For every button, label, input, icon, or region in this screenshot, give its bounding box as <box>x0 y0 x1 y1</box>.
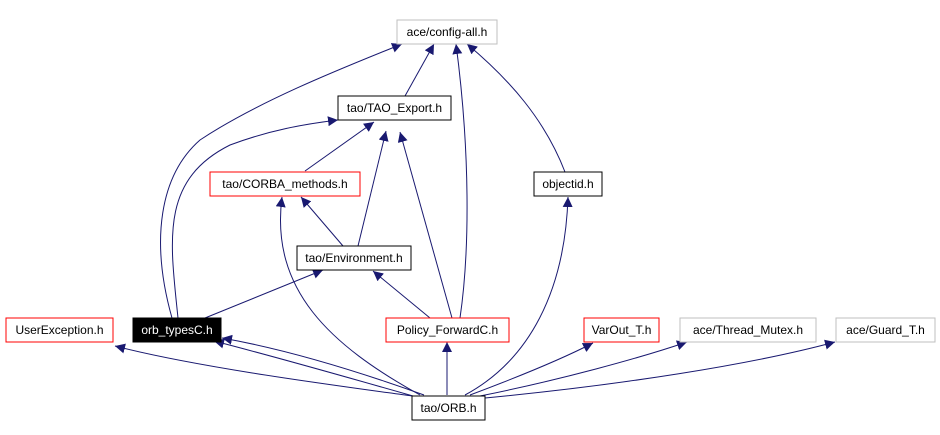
node-label: ace/Guard_T.h <box>846 323 925 337</box>
node-objectid[interactable]: objectid.h <box>533 171 603 197</box>
edge-layer <box>114 43 836 399</box>
edge-corba-methods-to-tao-export <box>304 121 375 172</box>
edge-environment-to-tao-export <box>357 130 389 247</box>
edge-orb-to-orb-types <box>213 338 414 397</box>
node-label: Policy_ForwardC.h <box>397 323 498 337</box>
node-label: orb_typesC.h <box>141 323 212 337</box>
node-config-all[interactable]: ace/config-all.h <box>396 19 498 45</box>
node-label: tao/ORB.h <box>420 401 476 415</box>
node-label: tao/CORBA_methods.h <box>222 177 347 191</box>
edge-orb-types-to-tao-export <box>171 116 339 319</box>
node-label: ace/Thread_Mutex.h <box>693 323 803 337</box>
node-policy-forward[interactable]: Policy_ForwardC.h <box>385 317 510 343</box>
edge-orb-to-corba-methods <box>275 196 421 396</box>
node-label: ace/config-all.h <box>407 25 488 39</box>
node-thread-mutex[interactable]: ace/Thread_Mutex.h <box>679 317 817 343</box>
node-label: objectid.h <box>542 177 593 191</box>
node-label: tao/Environment.h <box>305 251 402 265</box>
edge-orb-to-varout <box>469 342 594 396</box>
edge-orb-types-to-config-all <box>160 43 403 319</box>
edge-tao-export-to-config-all <box>404 43 435 97</box>
node-orb-types-focus[interactable]: orb_typesC.h <box>132 317 222 343</box>
edge-orb-types-to-environment <box>204 269 324 319</box>
edge-orb-to-thread-mutex <box>479 340 688 397</box>
node-label: VarOut_T.h <box>592 323 652 337</box>
node-tao-export[interactable]: tao/TAO_Export.h <box>337 95 452 121</box>
edge-policy-forward-to-environment <box>372 270 431 319</box>
node-guard-t[interactable]: ace/Guard_T.h <box>835 317 936 343</box>
edge-policy-forward-to-config-all <box>452 43 468 319</box>
edge-orb-to-guard-t <box>484 339 836 399</box>
node-label: UserException.h <box>15 323 103 337</box>
node-label: tao/TAO_Export.h <box>347 101 442 115</box>
edge-orb-to-objectid <box>464 196 573 396</box>
edge-objectid-to-config-all <box>466 43 566 173</box>
node-layer: ace/config-all.h tao/TAO_Export.h tao/CO… <box>5 19 936 421</box>
edge-orb-to-user-exception <box>114 343 413 397</box>
node-orb[interactable]: tao/ORB.h <box>411 395 486 421</box>
node-varout[interactable]: VarOut_T.h <box>583 317 660 343</box>
node-corba-methods[interactable]: tao/CORBA_methods.h <box>209 171 361 197</box>
edge-environment-to-corba-methods <box>300 196 344 247</box>
edge-policy-forward-to-tao-export <box>397 131 453 319</box>
edge-orb-to-orb-types-via-environment <box>221 334 425 396</box>
node-environment[interactable]: tao/Environment.h <box>296 245 412 271</box>
node-user-exception[interactable]: UserException.h <box>5 317 114 343</box>
